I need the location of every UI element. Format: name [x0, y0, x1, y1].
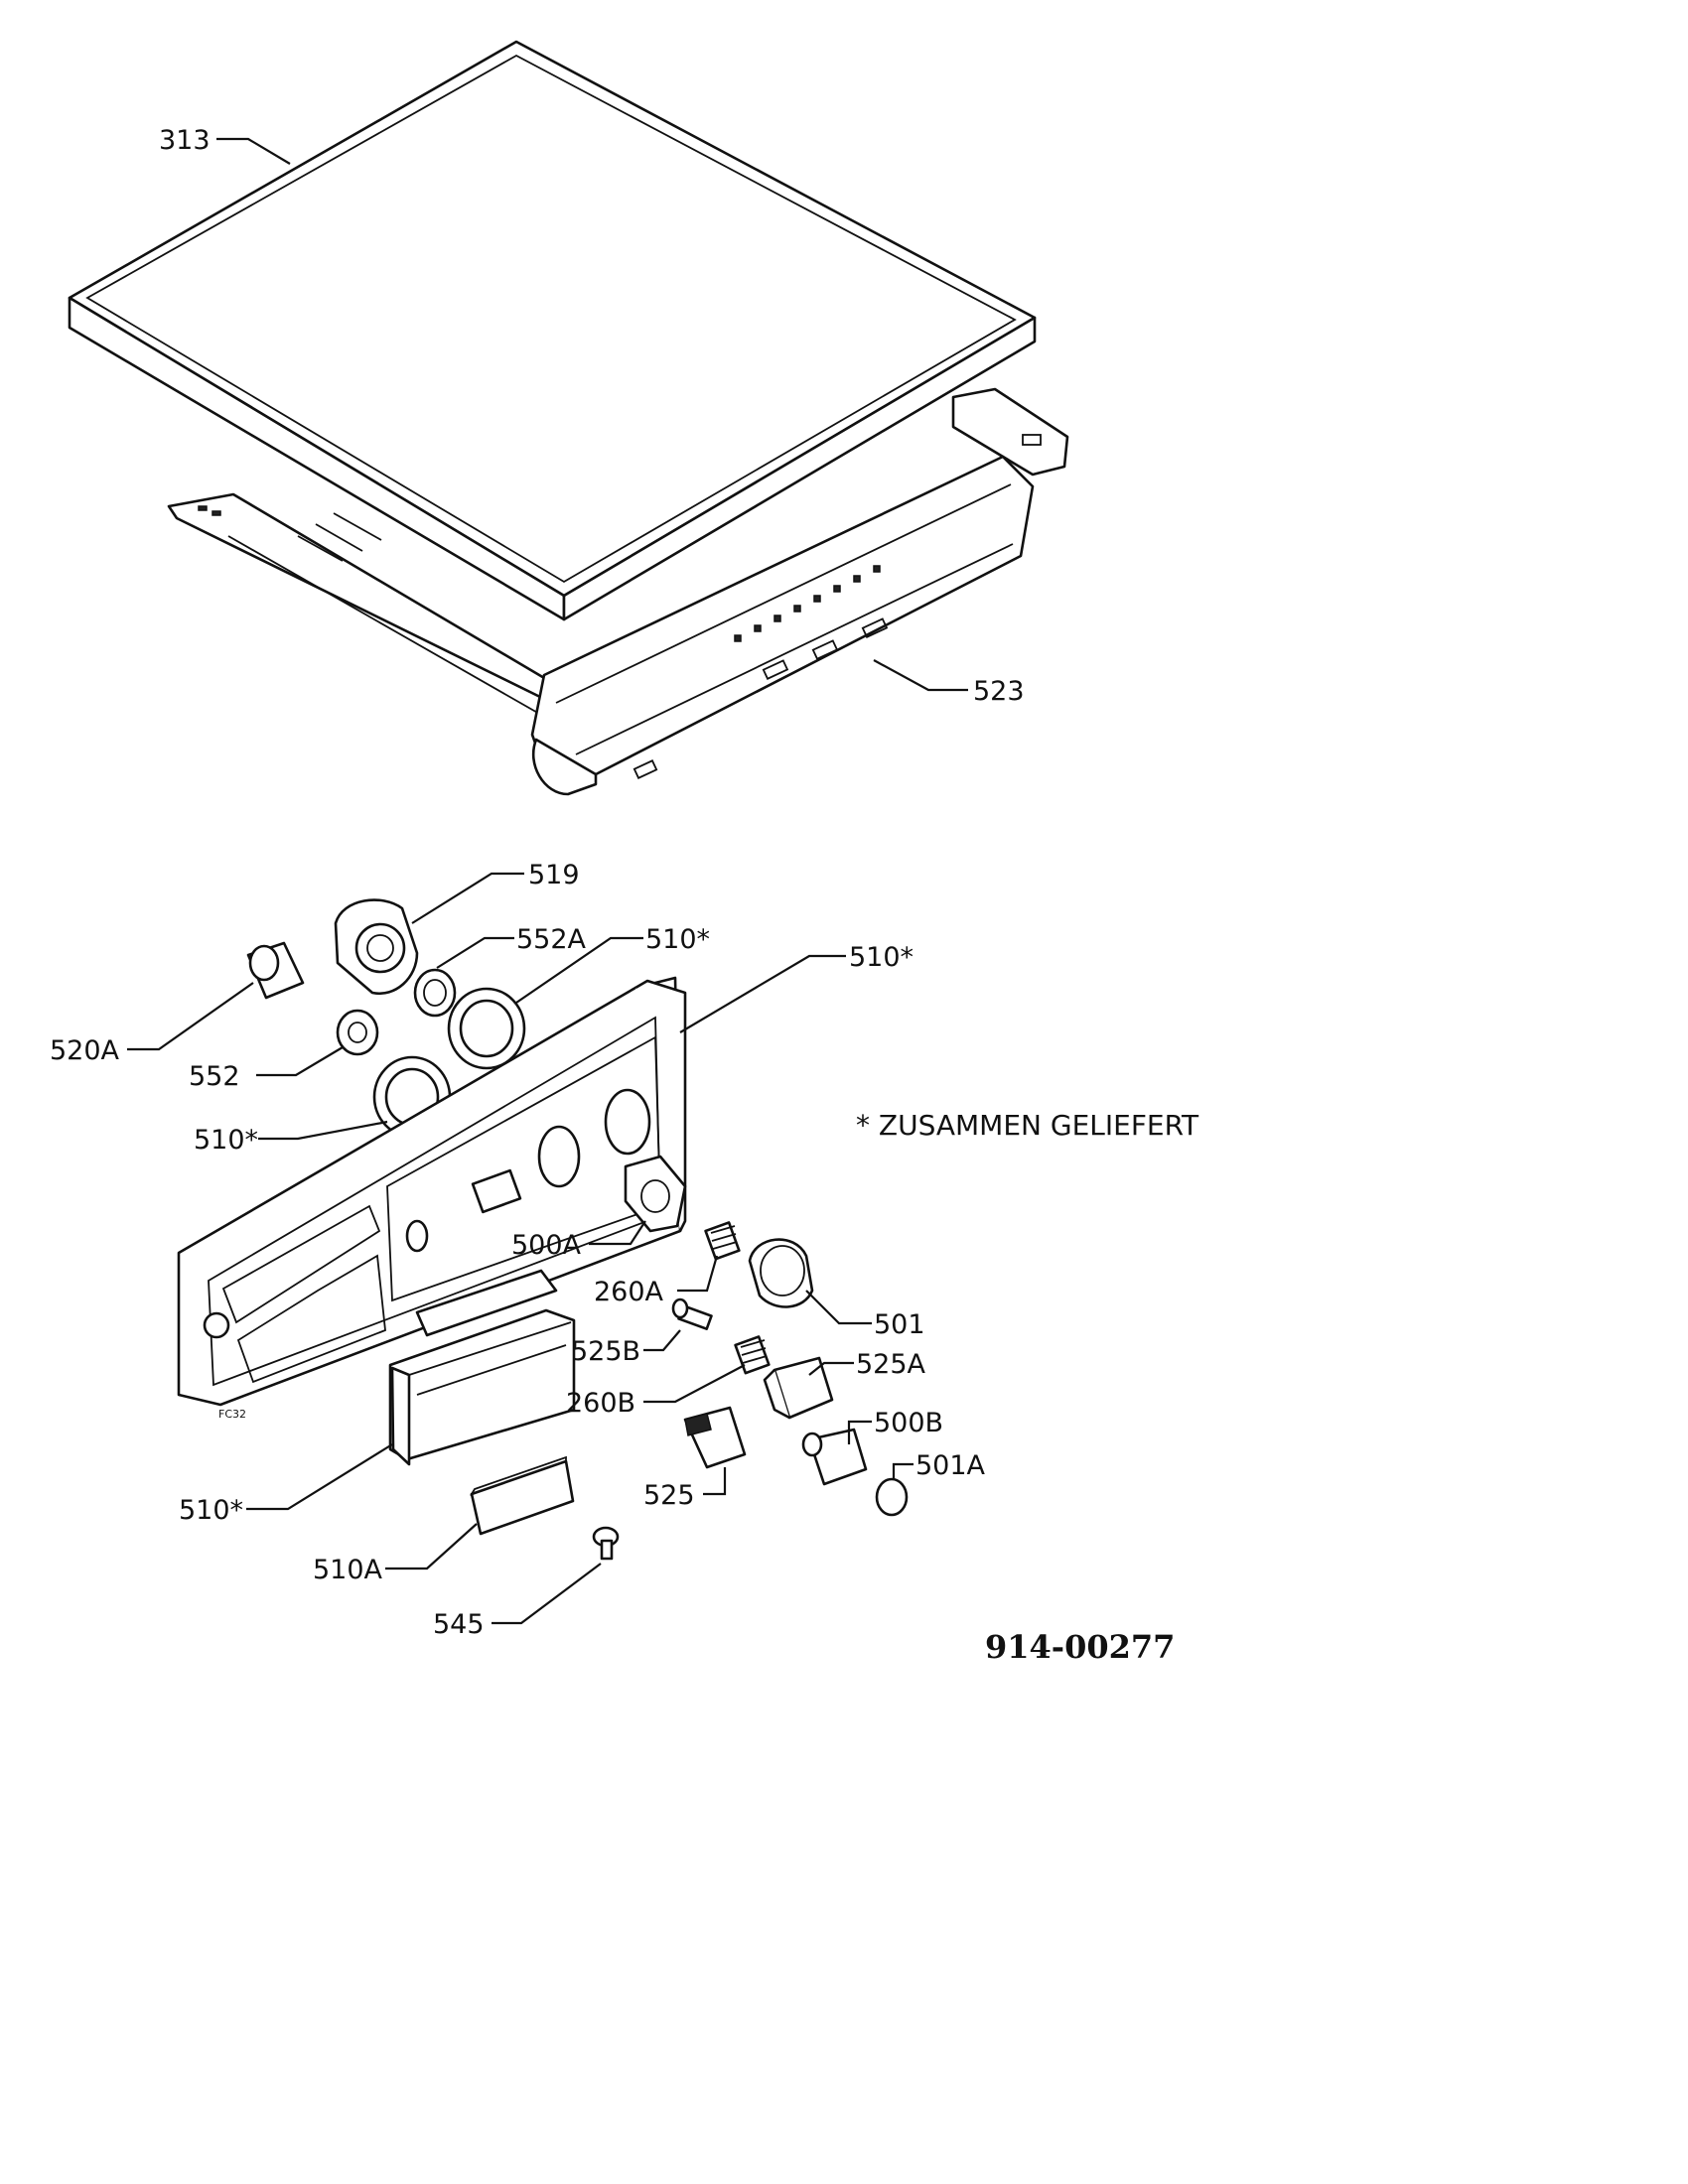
part-525-switch: [683, 1406, 747, 1469]
part-500B-plunger: [801, 1428, 868, 1486]
callout-552: 552: [189, 1061, 240, 1092]
callout-525A: 525A: [856, 1349, 926, 1380]
part-510-control-panel: [177, 976, 687, 1407]
callout-510-knob-right: 510*: [645, 924, 710, 955]
part-500A-cam: [624, 1155, 687, 1233]
part-545-screw: [592, 1526, 620, 1561]
document-number: 914-00277: [985, 1628, 1175, 1666]
callout-519: 519: [528, 860, 580, 890]
callout-501: 501: [874, 1309, 925, 1340]
part-501-knob: [748, 1238, 814, 1308]
callout-510A: 510A: [313, 1555, 383, 1585]
callout-260A: 260A: [594, 1277, 664, 1307]
callout-500B: 500B: [874, 1408, 943, 1438]
part-525B-pin: [671, 1297, 713, 1331]
callout-510-knob-left: 510*: [194, 1125, 258, 1156]
part-501A-ring: [875, 1477, 909, 1517]
supplied-together-note: * ZUSAMMEN GELIEFERT: [856, 1109, 1199, 1142]
panel-stamp: FC32: [218, 1408, 246, 1421]
part-552-spindle: [336, 1009, 379, 1056]
callout-510-panel: 510*: [849, 942, 914, 973]
part-519-bracket: [334, 898, 419, 996]
callout-520A: 520A: [50, 1035, 120, 1066]
callout-labels: 313 523 519 552A 510* 510* 520A 552 510*…: [50, 125, 1199, 1666]
callout-313: 313: [159, 125, 211, 156]
part-520A-small-knob: [246, 941, 305, 1000]
part-510-knob-right: [447, 987, 526, 1070]
part-260B-spring: [734, 1335, 771, 1375]
callout-260B: 260B: [566, 1388, 635, 1419]
leader-lines: [127, 137, 968, 1625]
part-510-door: [388, 1269, 576, 1466]
part-510A-card: [469, 1455, 575, 1536]
callout-510-door: 510*: [179, 1495, 243, 1526]
callout-501A: 501A: [915, 1450, 986, 1481]
callout-545: 545: [433, 1609, 485, 1640]
part-313-top-cover: [68, 40, 1037, 621]
part-260A-spring: [704, 1221, 741, 1261]
callout-525B: 525B: [571, 1336, 640, 1367]
callout-500A: 500A: [511, 1230, 582, 1261]
part-552A-ring: [413, 968, 457, 1018]
callout-552A: 552A: [516, 924, 587, 955]
callout-523: 523: [973, 676, 1025, 707]
callout-525: 525: [643, 1480, 695, 1511]
part-523-control-frame: [167, 387, 1069, 796]
part-525A-button: [763, 1356, 834, 1420]
